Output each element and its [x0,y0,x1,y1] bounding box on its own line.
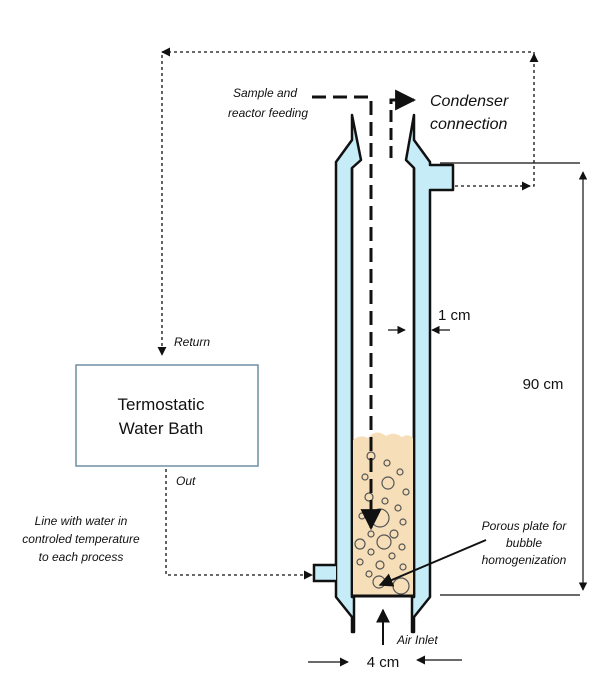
condenser-label-2: connection [430,116,507,133]
porous-label-3: homogenization [482,553,567,567]
condenser-label-1: Condenser [430,93,509,110]
liquid [353,432,413,595]
bath-label-2: Water Bath [119,419,203,438]
bubbles [354,451,410,595]
return-line [157,51,535,356]
line-label-3: to each process [39,550,124,564]
sample-label-1: Sample and [233,86,297,100]
bath-label-1: Termostatic [118,395,205,414]
out-label: Out [176,474,196,488]
water-bath [75,364,259,467]
inlet-port [312,563,336,583]
sample-feed-line [312,95,382,531]
gap-label: 1 cm [438,307,471,324]
left-jacket [334,113,363,634]
return-label: Return [174,335,210,349]
condenser-line [389,89,417,158]
line-label-1: Line with water in [35,514,128,528]
line-label-2: controled temperature [22,532,140,546]
width-label: 4 cm [367,654,400,671]
porous-label-1: Porous plate for [482,519,568,533]
height-label: 90 cm [523,376,564,393]
sample-label-2: reactor feeding [228,106,308,120]
porous-label-2: bubble [506,536,542,550]
air-inlet-label: Air Inlet [396,633,438,647]
